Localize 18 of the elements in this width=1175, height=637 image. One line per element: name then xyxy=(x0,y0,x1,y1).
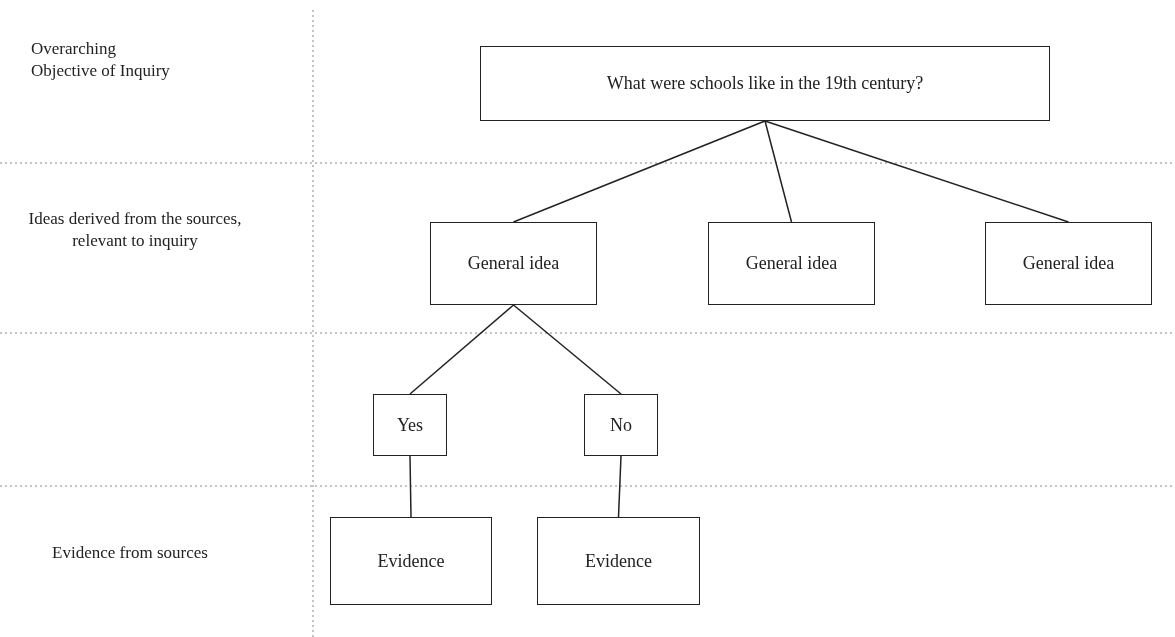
idea-box: No xyxy=(584,394,658,456)
idea-box: Evidence xyxy=(537,517,700,605)
row-label: Evidence from sources xyxy=(51,542,209,564)
question-box: What were schools like in the 19th century? xyxy=(480,46,1050,121)
idea-box: Yes xyxy=(373,394,447,456)
idea-box: General idea xyxy=(708,222,875,305)
idea-box: Evidence xyxy=(330,517,492,605)
connector-line xyxy=(512,304,622,395)
connector-line xyxy=(409,455,412,518)
connector-line xyxy=(764,120,1070,223)
row-label: Overarching Objective of Inquiry xyxy=(31,38,171,83)
row-label: Ideas derived from the sources, relevant to inquiry xyxy=(27,208,243,253)
idea-box: General idea xyxy=(430,222,597,305)
connector-line xyxy=(764,120,793,223)
connector-line xyxy=(512,120,766,223)
idea-box: General idea xyxy=(985,222,1152,305)
connector-line xyxy=(409,304,515,395)
connector-line xyxy=(617,455,622,518)
